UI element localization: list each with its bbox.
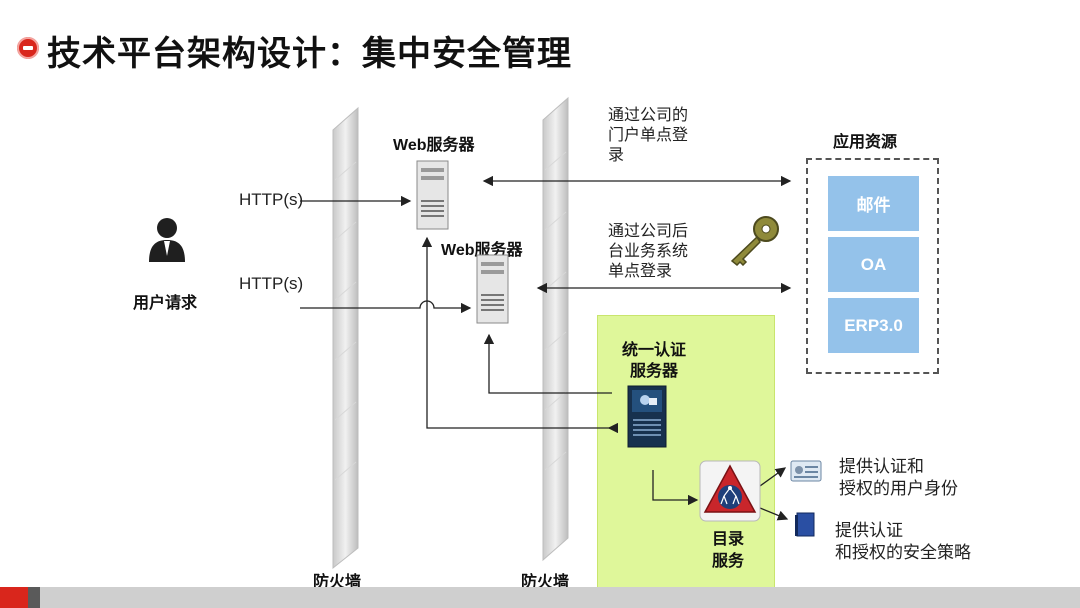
portal-sso-note: 通过公司的门户单点登录	[608, 107, 689, 164]
key-icon	[730, 216, 779, 266]
http-label-1: HTTP(s)	[239, 190, 304, 209]
resources-title: 应用资源	[833, 134, 898, 151]
auth-panel	[597, 315, 775, 602]
web-server-1-label: Web服务器	[393, 137, 475, 154]
user-icon	[149, 218, 185, 262]
http-label-2: HTTP(s)	[239, 274, 304, 293]
resource-mail: 邮件	[828, 176, 919, 231]
policy-note: 提供认证和授权的安全策略	[835, 521, 971, 562]
firewall-left	[332, 106, 359, 570]
policy-arrow	[759, 507, 789, 521]
http-arrow-2	[300, 300, 472, 314]
server-icon	[476, 254, 509, 324]
backend-sso-note: 通过公司后台业务系统单点登录	[608, 223, 689, 280]
server-icon	[416, 160, 449, 230]
policy-book-icon	[795, 512, 815, 537]
firewall-right	[542, 96, 569, 562]
directory-icon	[699, 460, 761, 522]
bullet-icon	[17, 37, 39, 59]
user-label: 用户请求	[133, 295, 198, 312]
identity-note: 提供认证和授权的用户身份	[839, 457, 958, 498]
auth-arrow-web1	[421, 236, 610, 429]
resource-oa: OA	[828, 237, 919, 292]
directory-arrow	[652, 470, 699, 506]
firewall-left-label: 防火墙	[313, 574, 362, 591]
identity-arrow	[759, 467, 787, 487]
footer-bar	[0, 587, 1080, 608]
id-card-icon	[790, 460, 822, 482]
resource-erp: ERP3.0	[828, 298, 919, 353]
page-title: 技术平台架构设计：集中安全管理	[47, 35, 572, 73]
footer-accent-red	[0, 587, 28, 608]
auth-server-icon	[627, 385, 667, 448]
footer-accent-dark	[28, 587, 40, 608]
directory-label: 目录服务	[712, 531, 745, 570]
firewall-right-label: 防火墙	[521, 574, 570, 591]
auth-arrow-web2	[483, 333, 612, 394]
auth-server-label: 统一认证服务器	[622, 342, 687, 380]
